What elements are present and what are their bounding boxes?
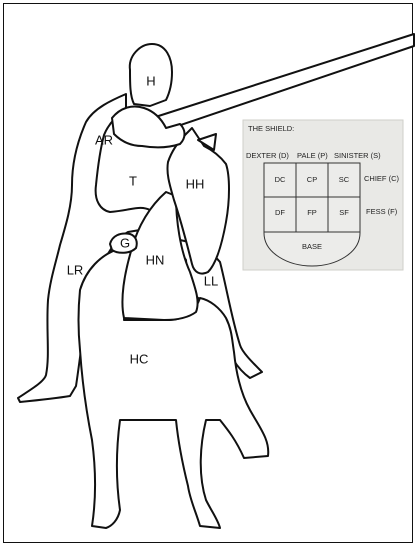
label-gauntlet: G [120,235,130,250]
shield-cell-fp: FP [307,208,317,217]
horse-ear [197,133,217,151]
shield-inset: THE SHIELD: DEXTER (D) PALE (P) SINISTER… [242,119,404,271]
shield-dexter: DEXTER (D) [246,151,289,160]
shield-outline [263,162,361,267]
label-leg-left: LL [204,273,218,288]
shield-fess: FESS (F) [366,207,398,216]
shield-cell-cp: CP [307,175,317,184]
shield-cell-base: BASE [302,242,322,251]
label-head: H [146,73,155,88]
shield-pale: PALE (P) [297,151,328,160]
label-horse-neck: HN [146,252,165,267]
label-arm-right: AR [95,132,113,147]
label-torso: T [129,173,137,188]
label-horse-head: HH [186,176,205,191]
shield-chief: CHIEF (C) [364,174,399,183]
gauntlet [109,232,138,254]
shield-cell-sf: SF [339,208,349,217]
page-frame [3,3,413,543]
shield-title: THE SHIELD: [248,124,294,133]
horse-neck [121,191,199,321]
horse-head [166,127,230,275]
shield-cell-sc: SC [339,175,350,184]
lance [145,33,415,134]
label-horse-chest: HC [130,351,149,366]
shield-sinister: SINISTER (S) [334,151,381,160]
rider-head [128,43,173,107]
shield-cell-dc: DC [275,175,286,184]
label-leg-right: LR [67,262,84,277]
shield-cell-df: DF [275,208,285,217]
rider-arm [111,105,186,149]
